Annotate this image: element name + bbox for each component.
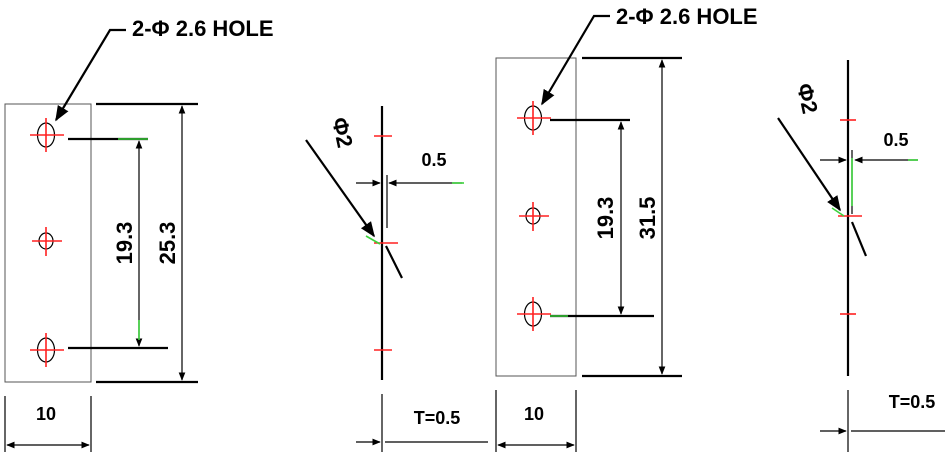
plate-b-side-view: Φ2 0.5 T=0.5 xyxy=(777,60,945,452)
dim-19-3-right-label: 19.3 xyxy=(593,197,618,240)
dim-31-5-label: 31.5 xyxy=(635,197,660,240)
phi2-leader-right xyxy=(777,117,841,212)
plate-b-hole-bottom xyxy=(517,297,551,331)
plate-b-outline xyxy=(495,57,577,377)
plate-a-front-view: 19.3 25.3 10 2-Φ 2.6 HOLE xyxy=(4,16,274,452)
dim-phi2-right-label: Φ2 xyxy=(792,81,823,116)
dim-10-left-label: 10 xyxy=(36,404,56,424)
hole-note-right: 2-Φ 2.6 HOLE xyxy=(616,4,758,29)
t-left-label: T=0.5 xyxy=(414,408,461,428)
plate-a-side-view: Φ2 0.5 T=0.5 xyxy=(305,106,488,452)
dim-25-3-label: 25.3 xyxy=(155,222,180,265)
plate-b-hole-middle xyxy=(519,202,549,231)
plate-b-hole-top xyxy=(517,101,551,135)
t-right-label: T=0.5 xyxy=(889,392,936,412)
dim-10-right-label: 10 xyxy=(524,404,544,424)
plate-b-front-view: 19.3 31.5 10 2-Φ 2.6 HOLE xyxy=(495,4,758,452)
dim-05-right-label: 0.5 xyxy=(883,130,908,150)
hole-note-left: 2-Φ 2.6 HOLE xyxy=(132,16,274,41)
dim-phi2-left-label: Φ2 xyxy=(327,115,358,150)
hole-leader-left xyxy=(55,28,126,122)
plate-a-hole-bottom xyxy=(30,333,64,367)
hole-leader-right xyxy=(541,14,610,106)
plate-a-outline xyxy=(4,103,92,383)
plate-a-hole-middle xyxy=(32,227,62,256)
dim-05-left-label: 0.5 xyxy=(421,150,446,170)
plate-a-hole-top xyxy=(30,118,64,152)
phi2-leader-left xyxy=(305,139,375,238)
dim-19-3-left-label: 19.3 xyxy=(112,222,137,265)
